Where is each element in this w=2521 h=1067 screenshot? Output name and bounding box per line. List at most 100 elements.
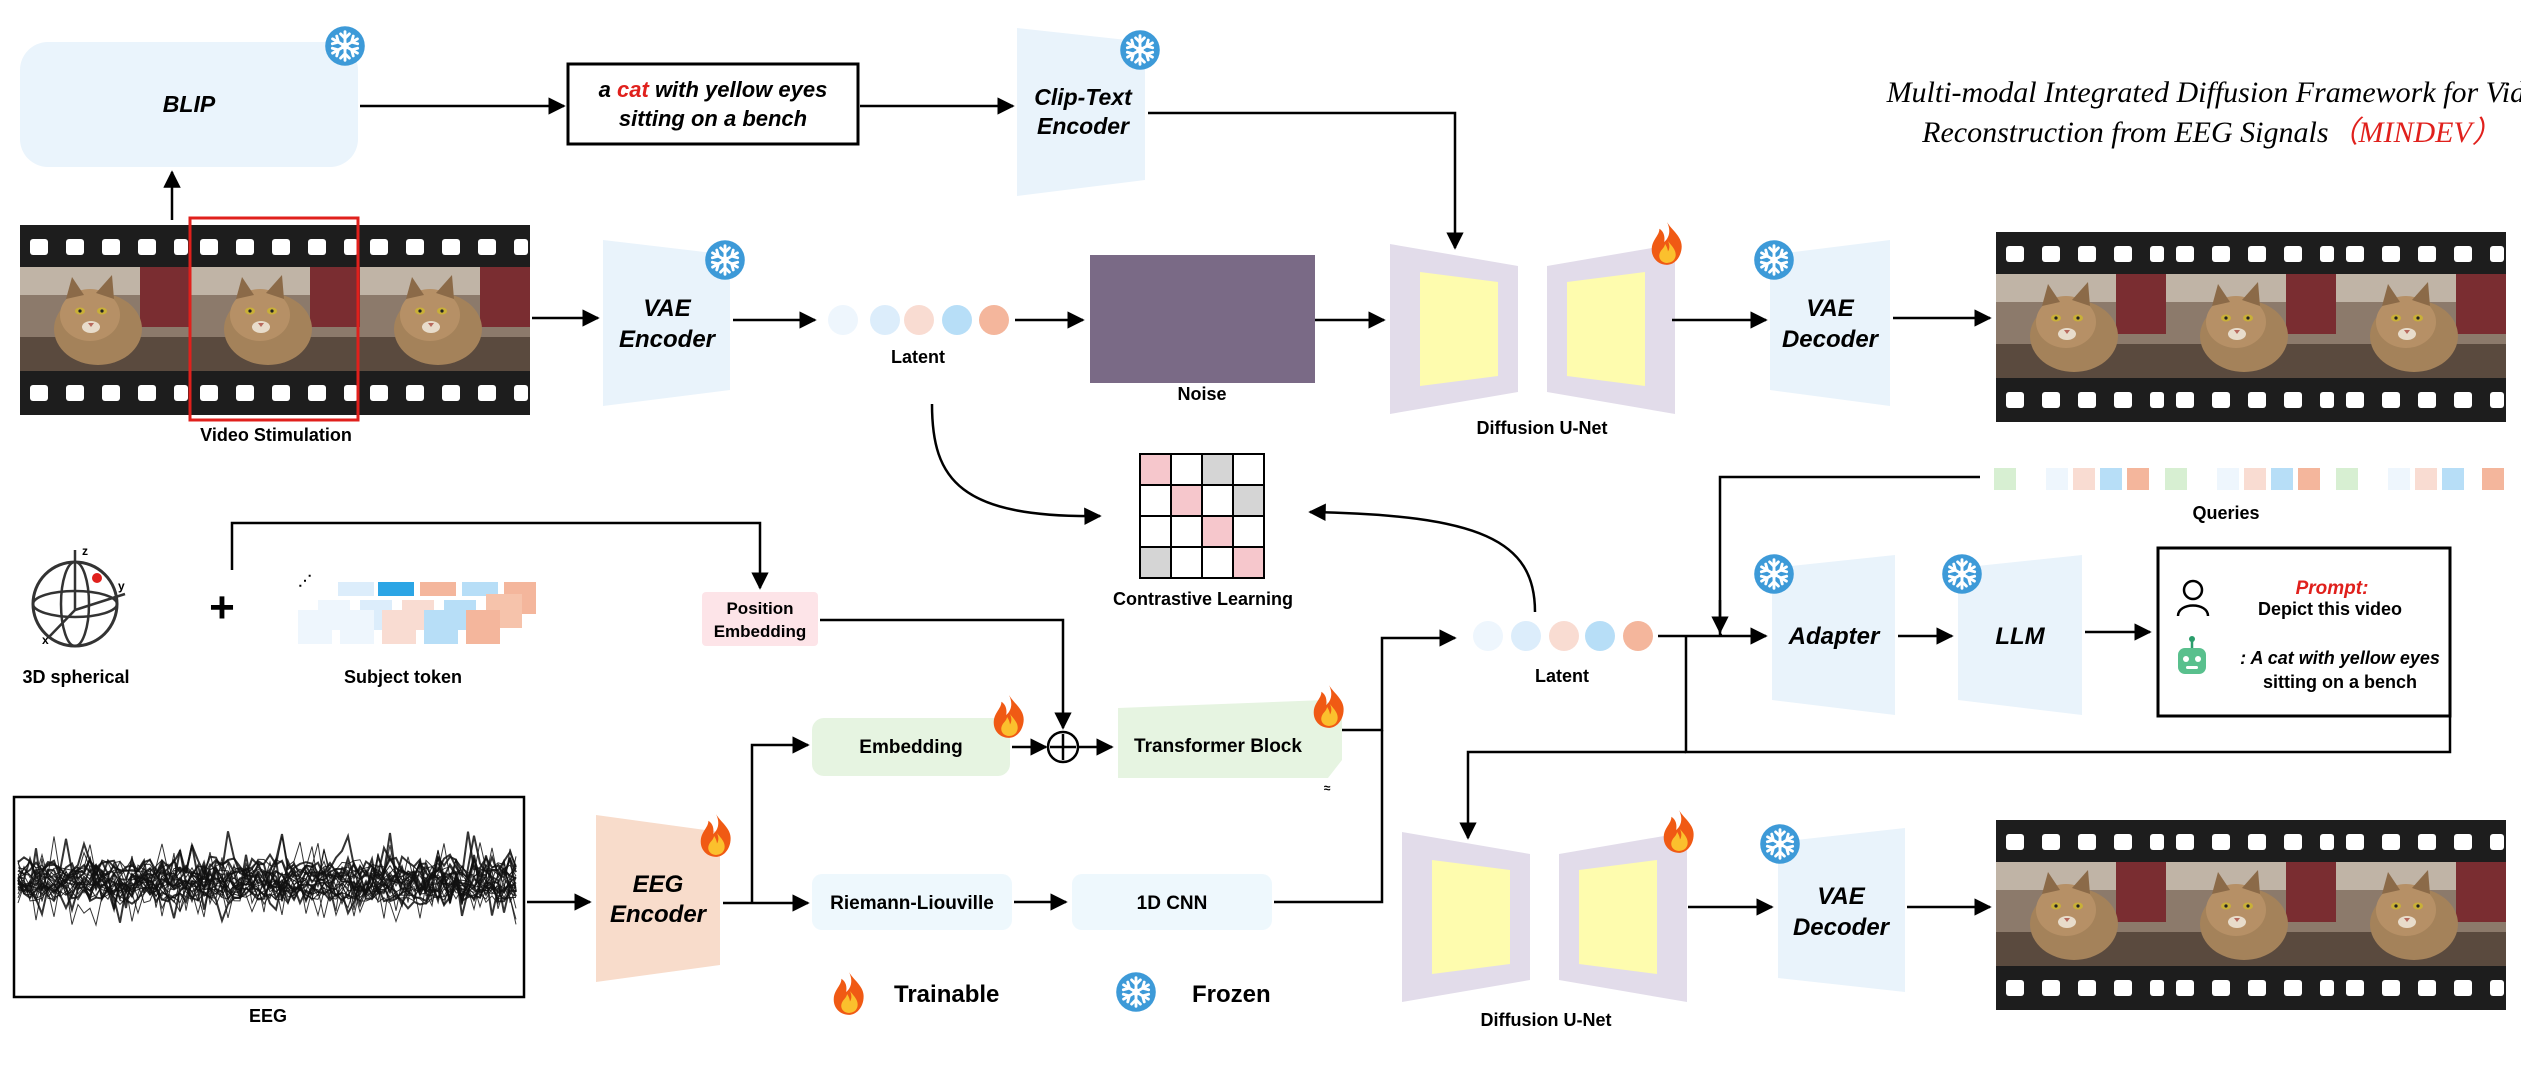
svg-text:z: z [82,544,88,558]
queries-label: Queries [2192,503,2259,523]
title-acronym: （MINDEV） [2329,116,2502,149]
position-label-2: Embedding [714,622,807,641]
subject-token-stack: ⋰ [298,572,536,644]
adapter-label: Adapter [1788,623,1881,650]
eeg-signal-panel [12,795,526,999]
diffusion-unet-top: Diffusion U-Net [1390,244,1675,438]
vae-encoder-label-2: Encoder [619,326,717,353]
clip-label-2: Encoder [1037,113,1130,139]
eeg-label: EEG [249,1006,287,1026]
llm-label: LLM [1995,623,2045,650]
answer-line-2: sitting on a bench [2263,672,2417,692]
fire-icon [700,814,731,857]
robot-icon [2178,636,2206,674]
blip-box: BLIP [20,42,358,167]
legend: Trainable Frozen [833,970,1271,1015]
snowflake-icon [323,24,367,68]
snowflake-icon [1940,552,1984,596]
svg-text:≈: ≈ [1324,781,1331,795]
legend-frozen: Frozen [1192,981,1271,1008]
cnn-box: 1D CNN [1072,874,1272,930]
noise-label: Noise [1177,384,1226,404]
video-stimulation-film [20,216,530,422]
video-stimulation-label: Video Stimulation [200,425,352,445]
selected-frame-highlight [188,216,360,422]
answer-line-1: : A cat with yellow eyes [2240,648,2440,668]
snowflake-icon [1114,970,1158,1014]
vae-decoder-top-label-1: VAE [1806,295,1855,322]
latent-top: Latent [828,305,1009,367]
caption-highlight: cat [617,77,650,102]
latent-top-label: Latent [891,347,945,367]
svg-text:Reconstruction from EEG Signal: Reconstruction from EEG Signals（MINDEV） [1921,116,2502,149]
contrastive-matrix: Contrastive Learning [1113,453,1293,609]
diffusion-unet-bottom: Diffusion U-Net [1402,832,1687,1030]
reconstructed-film-top [1996,232,2506,422]
vae-decoder-top: VAE Decoder [1770,240,1890,406]
prompt-title: Prompt: [2296,578,2369,599]
eeg-encoder-label-1: EEG [633,871,684,898]
fire-icon [833,972,864,1015]
fire-icon [993,695,1024,738]
prompt-box: Prompt: Depict this video : A cat with y… [2156,546,2452,718]
title-line-1: Multi-modal Integrated Diffusion Framewo… [1886,76,2521,109]
vae-decoder-bottom-label-2: Decoder [1793,914,1891,941]
riemann-label: Riemann-Liouville [830,893,994,914]
snowflake-icon [1752,238,1796,282]
adapter-box: Adapter [1772,555,1895,715]
transformer-label: Transformer Block [1134,736,1302,757]
vae-decoder-bottom: VAE Decoder [1778,828,1905,992]
svg-text:a cat with yellow eyes: a cat with yellow eyes [599,77,828,102]
eeg-encoder: EEG Encoder [596,815,720,982]
caption-rest: with yellow eyes [655,77,827,102]
contrastive-label: Contrastive Learning [1113,589,1293,609]
svg-text:⋰: ⋰ [298,572,312,588]
caption-box: a cat with yellow eyes sitting on a benc… [566,62,860,146]
snowflake-icon [1758,822,1802,866]
snowflake-icon [1118,28,1162,72]
prompt-text: Depict this video [2258,599,2402,619]
embedding-box: Embedding [812,718,1010,776]
position-embedding-box: Position Embedding [702,592,818,646]
blip-label: BLIP [163,91,216,117]
caption-line-2: sitting on a bench [619,106,807,131]
latent-mid: Latent [1473,621,1653,686]
vae-encoder: VAE Encoder [603,240,730,406]
queries-tokens: Queries [1994,468,2504,523]
clip-label-1: Clip-Text [1034,84,1133,110]
embedding-label: Embedding [859,737,962,758]
eeg-traces [17,831,517,927]
fire-icon [1663,810,1694,853]
svg-text:x: x [42,633,49,647]
diffusion-top-label: Diffusion U-Net [1477,418,1608,438]
matrix-cells [1139,453,1265,579]
reconstructed-film-bottom [1996,820,2506,1010]
transformer-block: Transformer Block ≈ [1118,700,1342,795]
vae-encoder-label-1: VAE [643,295,692,322]
person-icon [2176,579,2210,617]
noise-image: Noise [1090,255,1315,404]
snowflake-icon [703,238,747,282]
subject-token-label: Subject token [344,667,462,687]
fire-icon [1651,222,1682,265]
spherical-label: 3D spherical [22,667,129,687]
vae-decoder-top-label-2: Decoder [1782,326,1880,353]
svg-text:y: y [118,579,125,593]
cnn-label: 1D CNN [1137,893,1208,914]
clip-text-encoder: Clip-Text Encoder [1017,28,1145,196]
position-label-1: Position [726,599,793,618]
llm-box: LLM [1958,555,2082,715]
globe-axes-icon: z y x [31,544,126,648]
title-line-2: Reconstruction from EEG Signals [1921,116,2328,149]
diagram-title: Multi-modal Integrated Diffusion Framewo… [1886,76,2521,149]
vae-decoder-bottom-label-1: VAE [1817,883,1866,910]
eeg-encoder-label-2: Encoder [610,901,708,928]
riemann-liouville-box: Riemann-Liouville [812,874,1012,930]
latent-mid-label: Latent [1535,666,1589,686]
fire-icon [1313,685,1344,728]
snowflake-icon [1752,552,1796,596]
diffusion-bottom-label: Diffusion U-Net [1481,1010,1612,1030]
plus-sign: + [209,583,235,632]
legend-trainable: Trainable [894,981,999,1008]
